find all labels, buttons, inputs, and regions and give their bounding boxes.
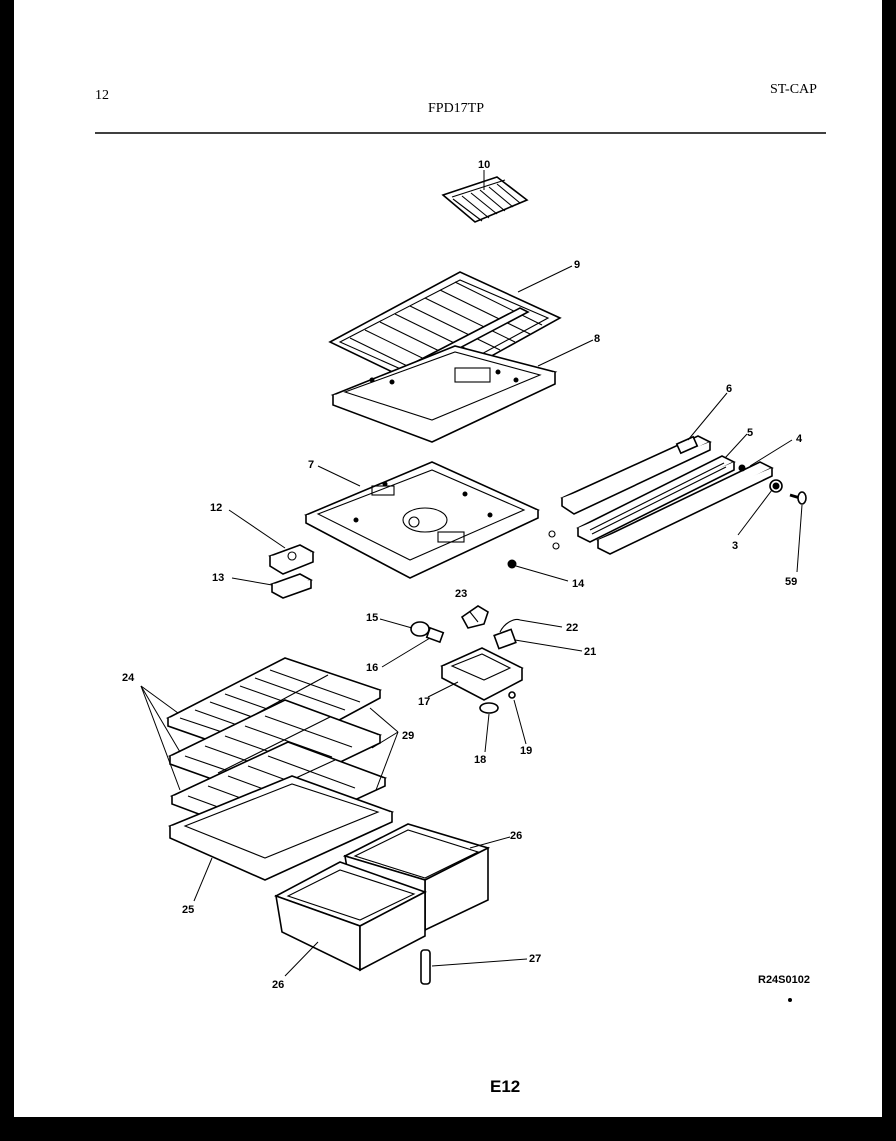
part-10-grille: [441, 176, 529, 223]
reference-code: R24S0102: [758, 974, 810, 986]
callout-10: 10: [478, 159, 490, 171]
callout-15: 15: [366, 612, 378, 624]
part-18-lens: [479, 702, 499, 714]
callout-labels: 10 9 8 6 5 4 7 12 13 3 14 59 23 15 22 16…: [122, 159, 803, 991]
callout-7: 7: [308, 459, 314, 471]
model-number: FPD17TP: [428, 101, 485, 116]
callout-26-back: 26: [510, 830, 522, 842]
part-5-rail: [548, 455, 736, 550]
callout-21: 21: [584, 646, 596, 658]
callout-16: 16: [366, 662, 378, 674]
callout-8: 8: [594, 333, 600, 345]
part-3-nut: [769, 479, 783, 493]
callout-18: 18: [474, 754, 486, 766]
callout-6: 6: [726, 383, 732, 395]
part-22-wire: [499, 618, 521, 633]
callout-14: 14: [572, 578, 585, 590]
callout-13: 13: [212, 572, 224, 584]
callout-12: 12: [210, 502, 222, 514]
callout-9: 9: [574, 259, 580, 271]
callout-5: 5: [747, 427, 753, 439]
callout-25: 25: [182, 904, 194, 916]
callout-24: 24: [122, 672, 135, 684]
callout-59: 59: [785, 576, 797, 588]
part-17-housing: [440, 647, 524, 701]
callout-26-front: 26: [272, 979, 284, 991]
callout-29: 29: [402, 730, 414, 742]
part-27-pin: [420, 949, 431, 985]
callout-22: 22: [566, 622, 578, 634]
part-26-drawer-front: [274, 861, 427, 972]
part-4-rail: [596, 461, 774, 555]
code-label: ST-CAP: [770, 82, 817, 97]
part-6-rail: [560, 435, 712, 515]
callout-27: 27: [529, 953, 541, 965]
part-8-tray: [330, 345, 558, 443]
callout-3: 3: [732, 540, 738, 552]
part-12-bracket: [268, 544, 315, 575]
callout-19: 19: [520, 745, 532, 757]
page-number: 12: [95, 88, 109, 103]
part-13-bracket: [270, 573, 313, 599]
part-7-pan: [304, 461, 540, 579]
part-19-screw: [508, 691, 516, 699]
part-14-plug: [507, 559, 517, 569]
part-21-switch: [493, 628, 517, 650]
part-25-cover-frame: [167, 775, 395, 881]
callout-4: 4: [796, 433, 803, 445]
part-15-bulb: [410, 621, 430, 637]
part-23-knob: [460, 605, 489, 629]
callout-23: 23: [455, 588, 467, 600]
page-code: E12: [490, 1077, 520, 1096]
part-16-socket: [425, 626, 445, 644]
callout-17: 17: [418, 696, 430, 708]
part-59-screw: [789, 491, 807, 505]
leader-lines: [140, 170, 803, 977]
